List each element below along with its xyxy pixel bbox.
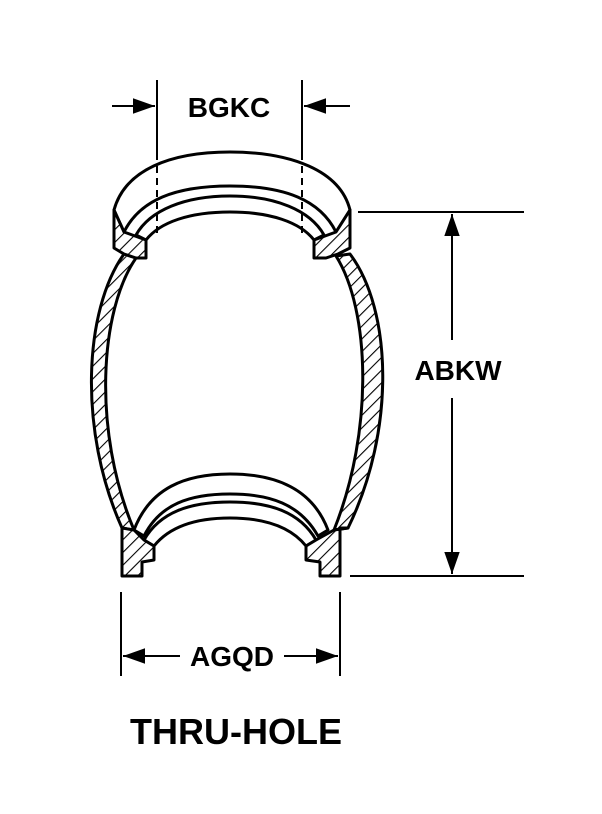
top-left-flange	[112, 208, 148, 260]
bottom-left-foot	[120, 526, 156, 578]
bottom-seat-outer	[132, 472, 330, 538]
diagram-caption: THRU-HOLE	[130, 711, 342, 752]
left-wall-section	[90, 252, 138, 532]
dimension-height	[350, 211, 524, 577]
top-right-flange	[312, 208, 352, 260]
top-rim-inner	[134, 194, 326, 242]
bottom-width-label: AGQD	[190, 641, 274, 672]
bottom-right-foot	[304, 526, 350, 578]
right-wall-section	[332, 252, 385, 532]
ball-body	[90, 150, 385, 578]
top-width-label: BGKC	[188, 92, 270, 123]
dimension-top-width	[112, 80, 350, 160]
dimension-bottom-width	[120, 592, 341, 676]
height-label: ABKW	[414, 355, 502, 386]
